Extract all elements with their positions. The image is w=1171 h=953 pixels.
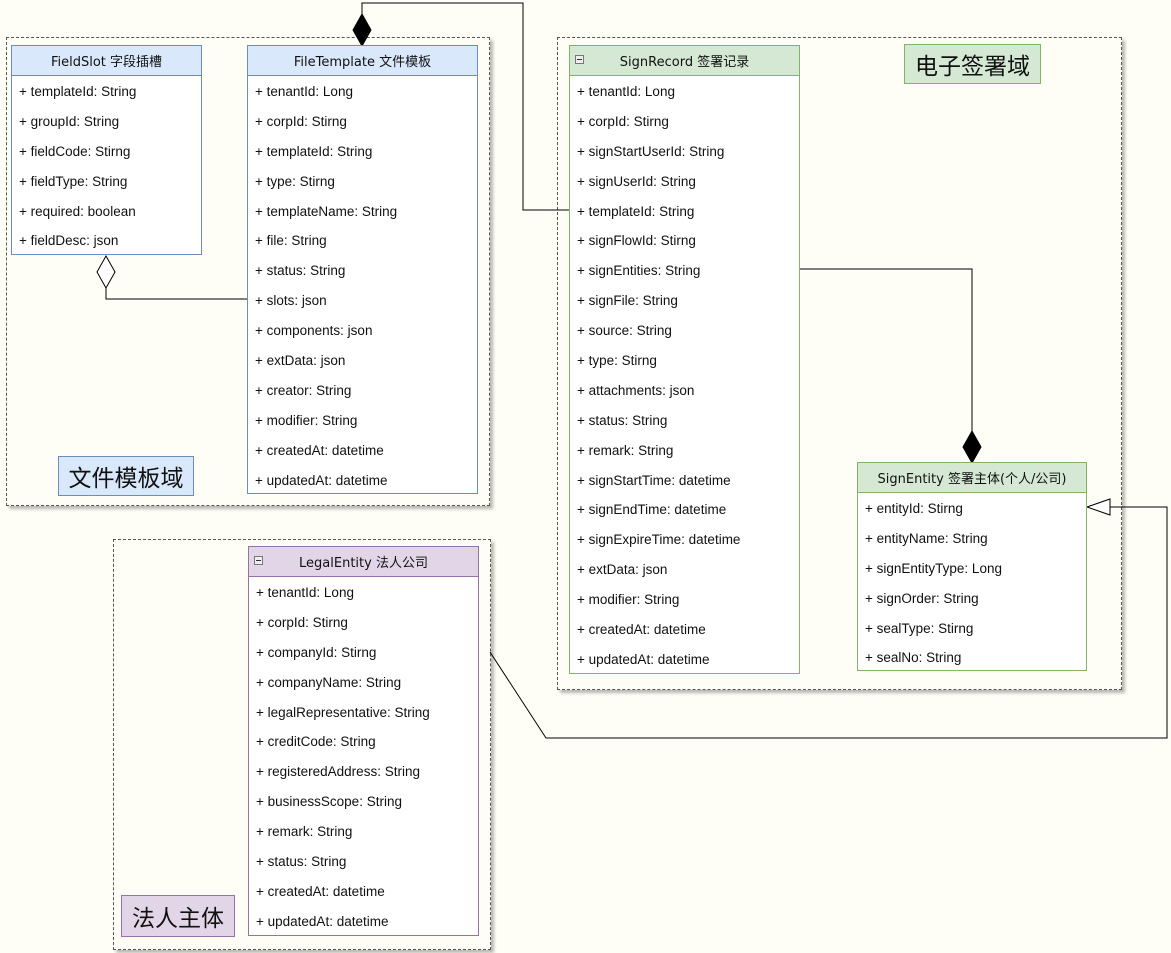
class-attribute[interactable]: + extData: json [577, 562, 668, 578]
class-attribute[interactable]: + registeredAddress: String [256, 764, 420, 780]
class-attribute[interactable]: + signFlowId: Stirng [577, 233, 696, 249]
class-attribute[interactable]: + components: json [255, 323, 373, 339]
class-attribute[interactable]: + signOrder: String [865, 590, 979, 606]
class-attribute[interactable]: + companyId: Stirng [256, 644, 377, 660]
class-attribute[interactable]: + corpId: Stirng [255, 113, 347, 129]
class-attribute[interactable]: + corpId: Stirng [577, 113, 669, 129]
generalization-edge [489, 506, 1168, 739]
class-attribute[interactable]: + groupId: String [19, 113, 120, 129]
class-field-slot-title: FieldSlot 字段插槽 [12, 46, 201, 76]
class-legal-entity[interactable]: LegalEntity 法人公司 + tenantId: Long + corpI… [248, 546, 479, 936]
class-attribute[interactable]: + remark: String [577, 442, 674, 458]
class-attribute[interactable]: + createdAt: datetime [255, 442, 384, 458]
class-legal-entity-attributes: + tenantId: Long + corpId: Stirng + compan… [249, 578, 478, 937]
class-attribute[interactable]: + fieldDesc: json [19, 233, 119, 249]
class-attribute[interactable]: + updatedAt: datetime [255, 472, 388, 488]
template-domain-label: 文件模板域 [58, 456, 194, 496]
class-attribute[interactable]: + businessScope: String [256, 794, 402, 810]
class-attribute[interactable]: + updatedAt: datetime [256, 913, 389, 929]
legal-domain [113, 539, 491, 950]
class-legal-entity-title-text: LegalEntity 法人公司 [299, 556, 428, 571]
composition-diamond-template [352, 12, 372, 48]
class-attribute[interactable]: + status: String [256, 854, 347, 870]
class-attribute[interactable]: + corpId: Stirng [256, 614, 348, 630]
sign-domain-label: 电子签署域 [904, 44, 1041, 84]
class-attribute[interactable]: + updatedAt: datetime [577, 651, 710, 667]
class-attribute[interactable]: + type: Stirng [255, 173, 335, 189]
class-attribute[interactable]: + fieldCode: Stirng [19, 143, 131, 159]
composition-edge-entity [800, 268, 973, 431]
class-attribute[interactable]: + fieldType: String [19, 173, 128, 189]
aggregation-edge [105, 288, 247, 300]
class-attribute[interactable]: + creditCode: String [256, 734, 376, 750]
class-field-slot-attributes: + templateId: String + groupId: String + f… [12, 77, 201, 256]
class-field-slot[interactable]: FieldSlot 字段插槽 + templateId: String + gro… [11, 45, 202, 255]
class-sign-record-title-text: SignRecord 签署记录 [619, 55, 750, 70]
collapse-icon[interactable] [575, 54, 584, 64]
class-attribute[interactable]: + signEndTime: datetime [577, 502, 727, 518]
class-attribute[interactable]: + entityId: Stirng [865, 501, 963, 516]
class-attribute[interactable]: + creator: String [255, 382, 352, 398]
class-legal-entity-title: LegalEntity 法人公司 [249, 547, 478, 577]
sign-domain [557, 37, 1122, 690]
class-attribute[interactable]: + templateId: String [19, 84, 137, 99]
class-attribute[interactable]: + signExpireTime: datetime [577, 532, 741, 548]
collapse-icon[interactable] [254, 555, 263, 565]
class-attribute[interactable]: + required: boolean [19, 203, 136, 219]
class-attribute[interactable]: + createdAt: datetime [256, 883, 385, 899]
class-attribute[interactable]: + extData: json [255, 353, 346, 369]
class-attribute[interactable]: + modifier: String [577, 592, 680, 608]
class-attribute[interactable]: + tenantId: Long [256, 585, 354, 600]
class-attribute[interactable]: + signEntities: String [577, 263, 701, 279]
class-attribute[interactable]: + signFile: String [577, 293, 678, 309]
class-file-template-title: FileTemplate 文件模板 [248, 46, 477, 76]
class-attribute[interactable]: + tenantId: Long [255, 84, 353, 99]
class-attribute[interactable]: + sealNo: String [865, 650, 962, 666]
class-attribute[interactable]: + file: String [255, 233, 327, 249]
class-attribute[interactable]: + signStartUserId: String [577, 143, 725, 159]
class-attribute[interactable]: + remark: String [256, 824, 353, 840]
class-sign-entity-title: SignEntity 签署主体(个人/公司) [858, 463, 1086, 493]
composition-edge-template [361, 2, 569, 211]
generalization-hollow-triangle [1085, 498, 1111, 516]
aggregation-hollow-diamond [96, 254, 116, 290]
class-attribute[interactable]: + attachments: json [577, 382, 695, 398]
class-attribute[interactable]: + signStartTime: datetime [577, 472, 731, 488]
class-attribute[interactable]: + modifier: String [255, 412, 358, 428]
class-attribute[interactable]: + tenantId: Long [577, 84, 675, 99]
class-attribute[interactable]: + source: String [577, 323, 672, 339]
template-domain [6, 37, 490, 506]
class-attribute[interactable]: + templateId: String [255, 143, 373, 159]
class-attribute[interactable]: + signEntityType: Long [865, 560, 1002, 576]
class-attribute[interactable]: + status: String [255, 263, 346, 279]
class-attribute[interactable]: + createdAt: datetime [577, 622, 706, 638]
class-attribute[interactable]: + sealType: Stirng [865, 620, 974, 636]
class-sign-record[interactable]: SignRecord 签署记录 + tenantId: Long + corpId… [569, 45, 800, 674]
class-sign-entity-attributes: + entityId: Stirng + entityName: String + … [858, 494, 1086, 673]
class-attribute[interactable]: + companyName: String [256, 674, 402, 690]
class-sign-record-title: SignRecord 签署记录 [570, 46, 799, 76]
class-attribute[interactable]: + signUserId: String [577, 173, 696, 189]
class-attribute[interactable]: + legalRepresentative: String [256, 704, 430, 720]
class-file-template[interactable]: FileTemplate 文件模板 + tenantId: Long + corp… [247, 45, 478, 494]
class-attribute[interactable]: + templateId: String [577, 203, 695, 219]
class-sign-entity[interactable]: SignEntity 签署主体(个人/公司) + entityId: Stirn… [857, 462, 1087, 671]
class-file-template-attributes: + tenantId: Long + corpId: Stirng + templa… [248, 77, 477, 495]
class-attribute[interactable]: + status: String [577, 412, 668, 428]
class-attribute[interactable]: + entityName: String [865, 530, 988, 546]
composition-diamond-entity [962, 429, 982, 465]
class-attribute[interactable]: + type: Stirng [577, 353, 657, 369]
class-attribute[interactable]: + slots: json [255, 293, 327, 309]
legal-domain-label: 法人主体 [121, 895, 235, 937]
class-attribute[interactable]: + templateName: String [255, 203, 398, 219]
class-sign-record-attributes: + tenantId: Long + corpId: Stirng + signSt… [570, 77, 799, 675]
